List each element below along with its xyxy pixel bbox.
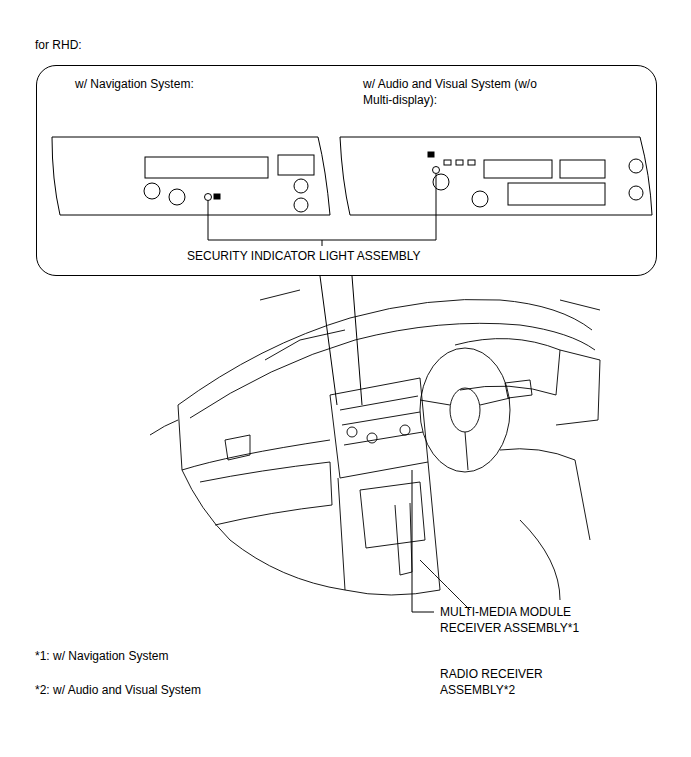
part-name: MULTI-MEDIA MODULE RECEIVER ASSEMBLY*1 xyxy=(440,604,600,636)
leader-line xyxy=(208,174,436,240)
variant-heading: w/ Audio and Visual System (w/o Multi-di… xyxy=(363,76,553,108)
variant-heading: w/ Navigation System: xyxy=(75,76,194,92)
footnote: *2: w/ Audio and Visual System xyxy=(35,682,201,698)
part-name: RADIO RECEIVER ASSEMBLY*2 xyxy=(440,666,600,698)
page-title: for RHD: xyxy=(35,37,82,53)
part-name: SECURITY INDICATOR LIGHT ASSEMBLY xyxy=(187,248,421,264)
leader-line xyxy=(322,240,323,246)
dashboard xyxy=(150,290,600,610)
leader-line xyxy=(412,470,434,612)
footnote: *1: w/ Navigation System xyxy=(35,648,168,664)
navigation-panel xyxy=(52,137,330,215)
audio-panel xyxy=(340,137,652,215)
callout-box: w/ Navigation System: w/ Audio and Visual… xyxy=(36,65,657,276)
callout-line xyxy=(320,276,337,405)
